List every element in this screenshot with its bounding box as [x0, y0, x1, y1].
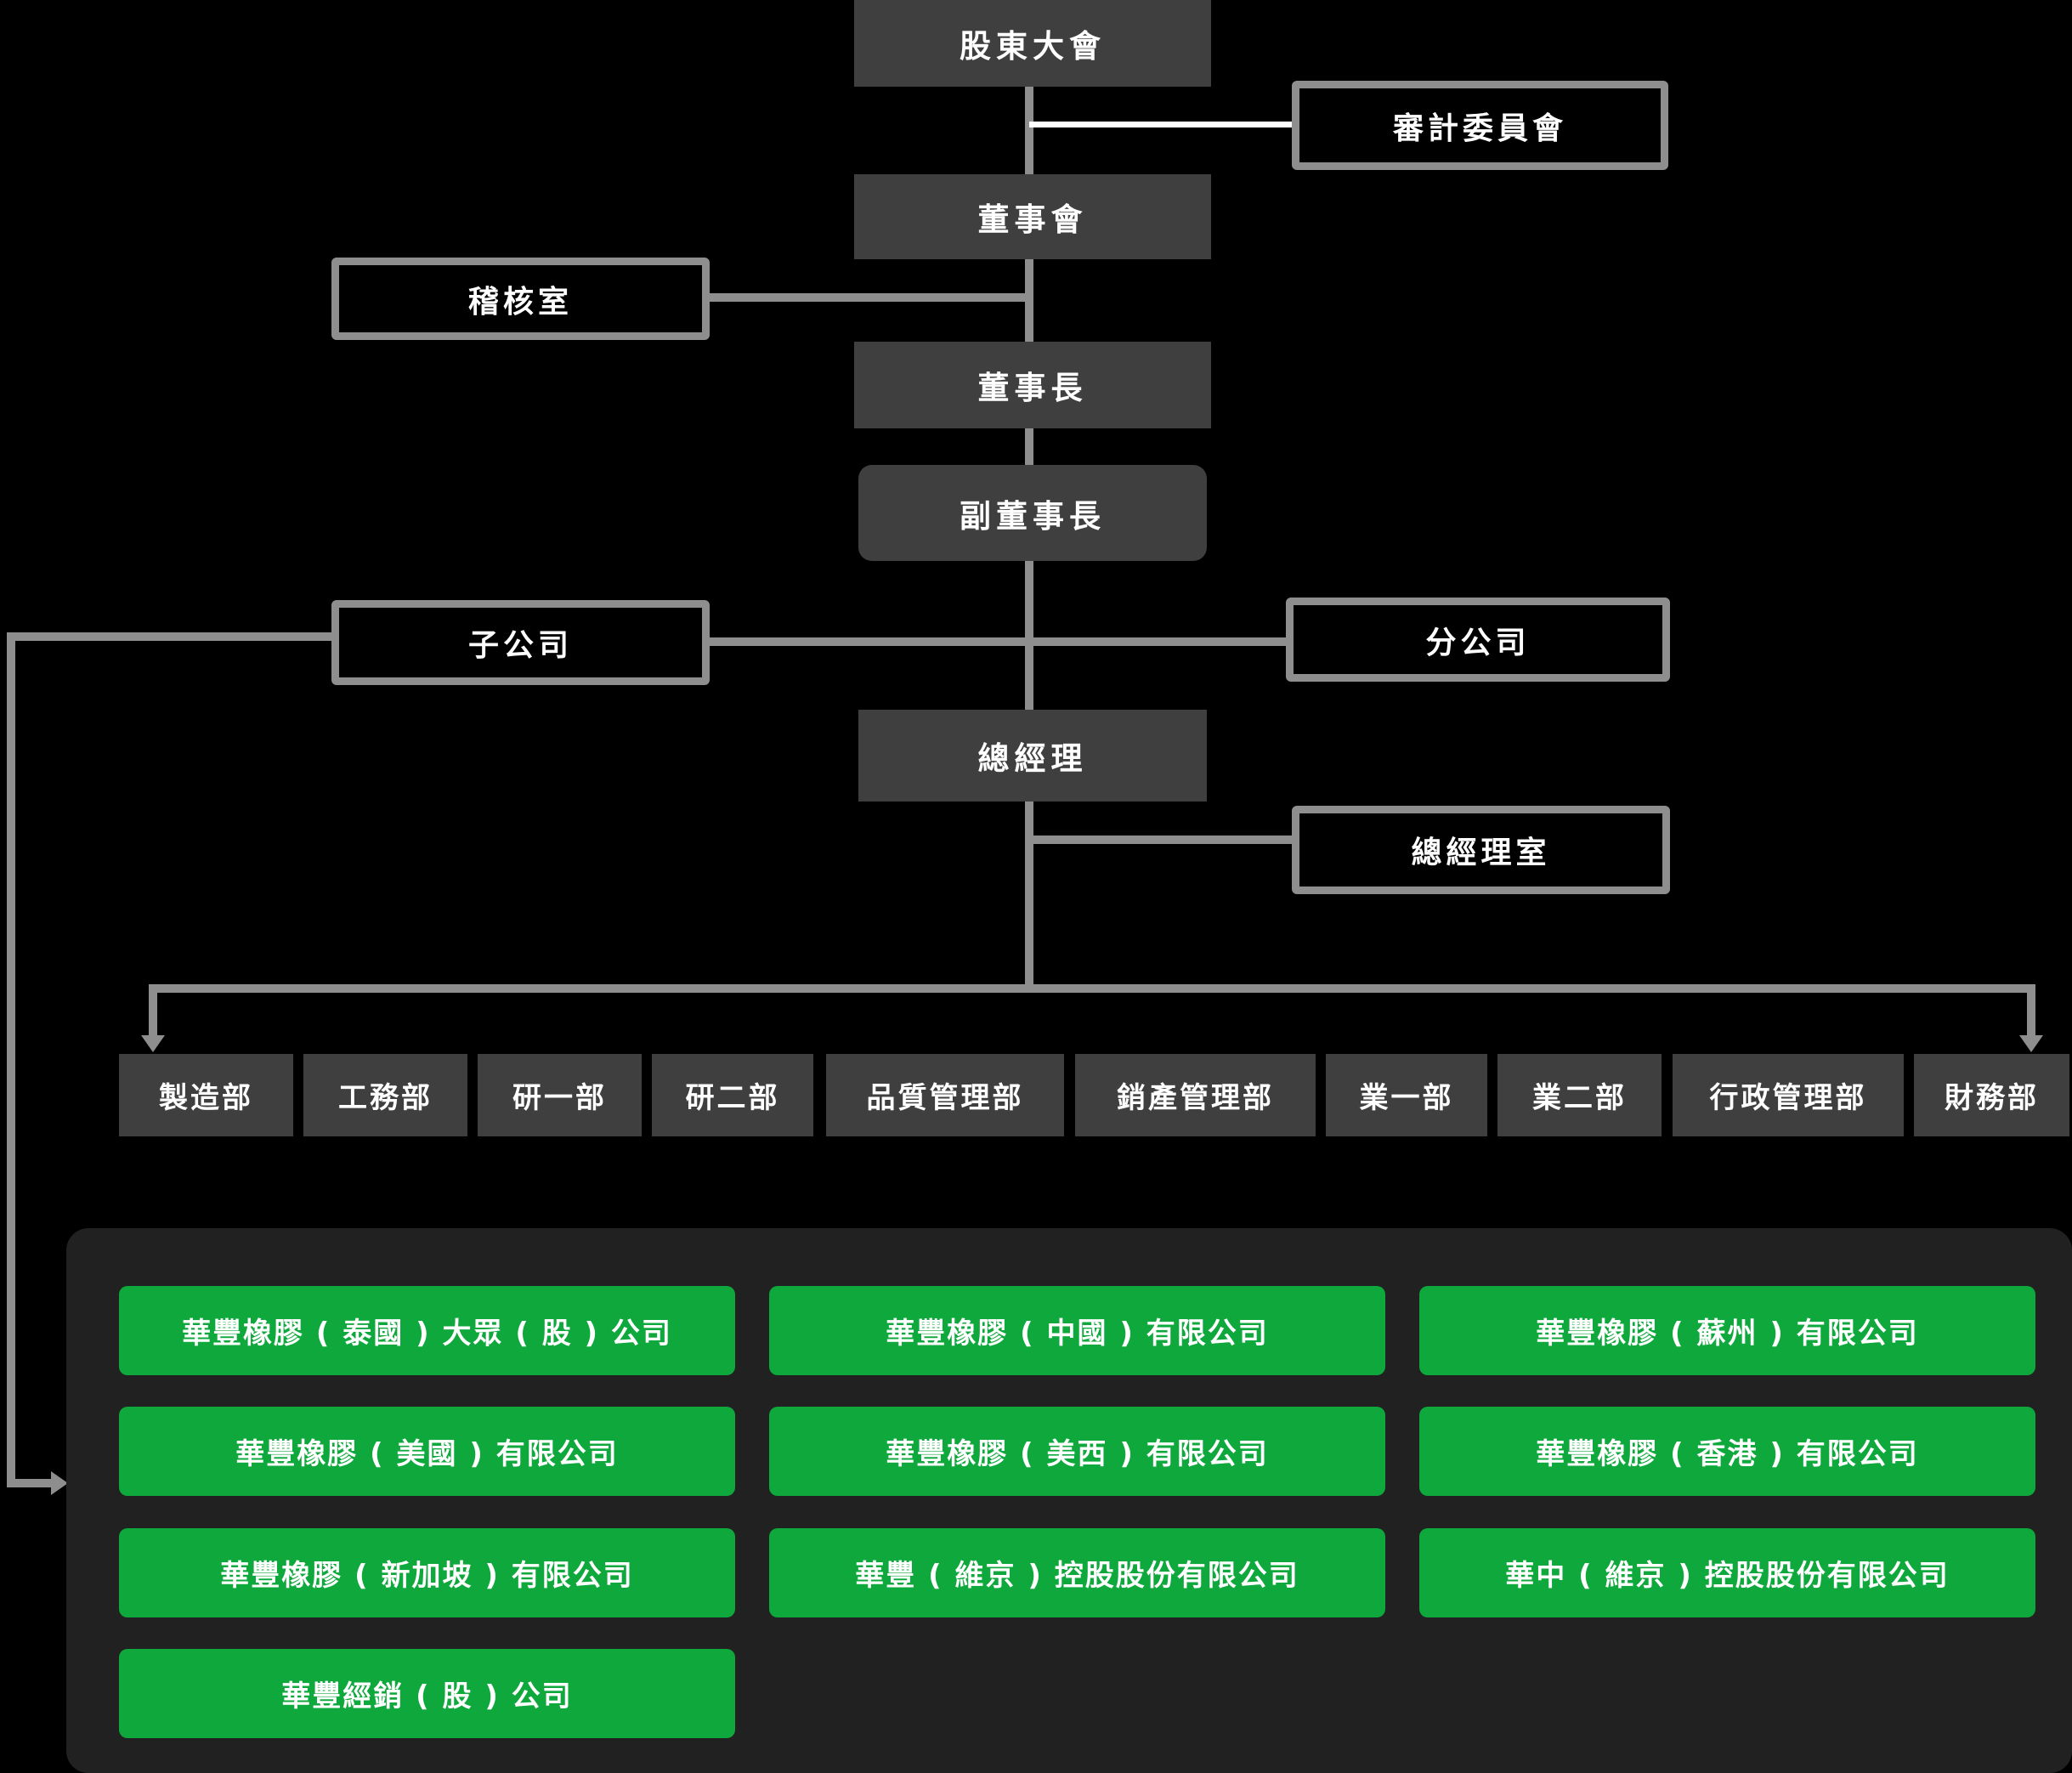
connector-shareholders-board — [1025, 87, 1033, 174]
connector-departments-left-drop — [149, 984, 157, 1037]
connector-subsidiaries-left — [7, 632, 331, 641]
node-subsidiary-suzhou: 華豐橡膠 ( 蘇州 ) 有限公司 — [1419, 1286, 2035, 1375]
node-dept-quality: 品質管理部 — [826, 1054, 1064, 1136]
node-dept-sales2: 業二部 — [1497, 1054, 1662, 1136]
node-gm-office: 總經理室 — [1292, 806, 1670, 894]
connector-departments-right-drop — [2027, 984, 2035, 1037]
node-subsidiary-thailand: 華豐橡膠 ( 泰國 ) 大眾 ( 股 ) 公司 — [119, 1286, 735, 1375]
node-board-of-directors: 董事會 — [854, 174, 1211, 259]
node-subsidiary-huachung-virgin: 華中 ( 維京 ) 控股股份有限公司 — [1419, 1528, 2035, 1617]
node-dept-engineering: 工務部 — [303, 1054, 467, 1136]
node-dept-sales1: 業一部 — [1326, 1054, 1487, 1136]
node-subsidiary-distribution: 華豐經銷 ( 股 ) 公司 — [119, 1649, 735, 1738]
node-branches-label: 分公司 — [1286, 598, 1670, 682]
node-subsidiaries-label: 子公司 — [331, 600, 710, 685]
node-subsidiary-hwafong-virgin: 華豐 ( 維京 ) 控股股份有限公司 — [769, 1528, 1385, 1617]
node-audit-office: 稽核室 — [331, 258, 710, 340]
node-subsidiary-hongkong: 華豐橡膠 ( 香港 ) 有限公司 — [1419, 1407, 2035, 1496]
node-subsidiary-china: 華豐橡膠 ( 中國 ) 有限公司 — [769, 1286, 1385, 1375]
node-audit-committee: 審計委員會 — [1292, 81, 1668, 170]
arrow-dept-right — [2019, 1035, 2043, 1052]
connector-into-panel — [7, 1479, 51, 1487]
node-dept-admin: 行政管理部 — [1673, 1054, 1904, 1136]
connector-board-chairman — [1025, 259, 1033, 342]
connector-gm-office — [1029, 836, 1292, 844]
node-dept-rd2: 研二部 — [652, 1054, 813, 1136]
node-dept-rd1: 研一部 — [478, 1054, 642, 1136]
node-shareholders-meeting: 股東大會 — [854, 0, 1211, 87]
connector-chairman-vicechairman — [1025, 428, 1033, 465]
arrow-into-panel — [51, 1471, 68, 1495]
connector-left-drop — [7, 632, 15, 1487]
connector-audit-office — [710, 293, 1029, 302]
node-chairman: 董事長 — [854, 342, 1211, 428]
connector-audit-committee — [1029, 122, 1292, 127]
node-general-manager: 總經理 — [858, 710, 1207, 802]
connector-departments-bus — [149, 984, 2035, 993]
connector-subsidiaries-branches-row — [710, 637, 1286, 646]
node-subsidiary-us-west: 華豐橡膠 ( 美西 ) 有限公司 — [769, 1407, 1385, 1496]
node-subsidiary-usa: 華豐橡膠 ( 美國 ) 有限公司 — [119, 1407, 735, 1496]
node-dept-sales-production: 銷產管理部 — [1075, 1054, 1316, 1136]
node-dept-finance: 財務部 — [1914, 1054, 2069, 1136]
node-dept-manufacturing: 製造部 — [119, 1054, 293, 1136]
connector-gm-departments — [1025, 802, 1033, 993]
node-vice-chairman: 副董事長 — [858, 465, 1207, 561]
connector-vicechairman-gm — [1025, 561, 1033, 710]
node-subsidiary-singapore: 華豐橡膠 ( 新加坡 ) 有限公司 — [119, 1528, 735, 1617]
arrow-dept-left — [141, 1035, 165, 1052]
